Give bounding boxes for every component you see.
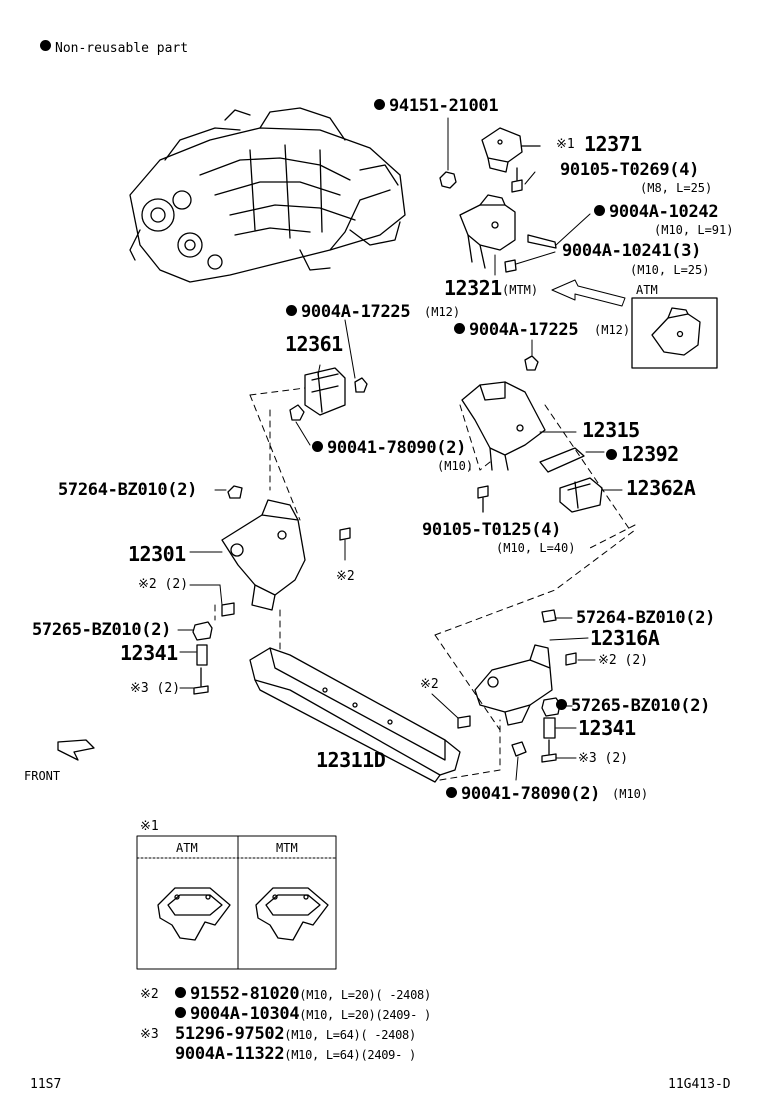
label-90041-78090-a: 90041-78090(2) <box>312 440 466 457</box>
label-90041-78090-b: 90041-78090(2) <box>446 786 600 803</box>
footnote-x2-line1: 91552-81020(M10, L=20)( -2408) <box>175 986 431 1003</box>
note-x2-b: ※2 <box>336 569 355 584</box>
footer-left-code: 11S7 <box>30 1077 62 1092</box>
footnote-x2-line2: 9004A-10304(M10, L=20)(2409- ) <box>175 1006 431 1023</box>
legend-dot <box>40 40 51 51</box>
note-x2-a: ※2 (2) <box>138 577 189 592</box>
spec-90105-T0125: (M10, L=40) <box>496 541 576 555</box>
bracket-12316A <box>457 609 577 757</box>
legend-text: Non-reusable part <box>55 41 189 56</box>
label-12316A: 12316A <box>590 626 660 650</box>
note-x2-c: ※2 (2) <box>598 653 649 668</box>
cover-atm <box>157 887 231 941</box>
label-9004A-17225-a: 9004A-17225 <box>286 304 411 321</box>
insulator-12362A <box>559 477 603 513</box>
bracket-12315 <box>461 355 546 471</box>
spec-9004A-10242: (M10, L=91) <box>654 223 734 237</box>
crossmember-12311D <box>249 647 461 783</box>
label-12321: 12321 <box>444 276 502 300</box>
inset-col-atm: ATM <box>176 841 198 855</box>
assembly-dashed-lines <box>214 387 636 781</box>
note-x3-b: ※3 (2) <box>578 751 629 766</box>
cushion-57265-left <box>192 621 213 695</box>
spec-9004A-17225-b: (M12) <box>594 323 631 337</box>
bracket-12301 <box>221 485 351 617</box>
footnote-x3-mark: ※3 <box>140 1027 159 1042</box>
label-9004A-10241: 9004A-10241(3) <box>562 241 702 261</box>
note-x2-d: ※2 <box>420 677 439 692</box>
mount-cover-12371 <box>481 127 541 173</box>
label-atm-inset: ATM <box>636 283 658 297</box>
label-12321-mtm: (MTM) <box>502 283 539 297</box>
label-12392: 12392 <box>606 444 679 464</box>
spec-90041-78090-a: (M10) <box>437 459 474 473</box>
inset-table-frame <box>136 835 337 970</box>
note-x3-a: ※3 (2) <box>130 681 181 696</box>
footnote-x2-mark: ※2 <box>140 987 159 1002</box>
spec-9004A-10241: (M10, L=25) <box>630 263 710 277</box>
legend: Non-reusable part <box>40 40 188 55</box>
cover-mtm <box>255 887 329 941</box>
stopper-12392 <box>539 447 585 473</box>
label-94151-21001: 94151-21001 <box>374 98 499 115</box>
label-12341-b: 12341 <box>578 716 636 740</box>
label-12301: 12301 <box>128 542 186 566</box>
label-57265-BZ010-a: 57265-BZ010(2) <box>32 620 172 640</box>
footer-right-code: 11G413-D <box>668 1077 731 1092</box>
label-12362A: 12362A <box>626 476 696 500</box>
note-x1: ※1 <box>556 137 575 152</box>
atm-bracket <box>651 307 701 356</box>
label-9004A-10242: 9004A-10242 <box>594 204 719 221</box>
spec-90041-78090-b: (M10) <box>612 787 649 801</box>
atm-inset-box <box>631 297 718 369</box>
bolt-90105-T0269 <box>511 167 536 193</box>
cushion-57265-right <box>541 697 561 763</box>
label-9004A-17225-b: 9004A-17225 <box>454 322 579 339</box>
label-57264-BZ010-a: 57264-BZ010(2) <box>58 480 198 500</box>
engine-illustration <box>129 107 406 283</box>
label-12371: 12371 <box>584 132 642 156</box>
label-12341-a: 12341 <box>120 641 178 665</box>
bracket-12321 <box>459 194 591 276</box>
footnote-x3-line1: 51296-97502(M10, L=64)( -2408) <box>175 1024 416 1044</box>
front-arrow-shape <box>57 739 95 761</box>
inset-col-mtm: MTM <box>276 841 298 855</box>
label-90105-T0269: 90105-T0269(4) <box>560 160 700 180</box>
footnote-x3-line2: 9004A-11322(M10, L=64)(2409- ) <box>175 1044 416 1064</box>
label-90105-T0125: 90105-T0125(4) <box>422 520 562 540</box>
spec-9004A-17225-a: (M12) <box>424 305 461 319</box>
label-57265-BZ010-b: 57265-BZ010(2) <box>556 698 710 715</box>
label-12361: 12361 <box>285 332 343 356</box>
label-57264-BZ010-b: 57264-BZ010(2) <box>576 608 716 628</box>
nut-94151 <box>439 117 457 189</box>
label-12315: 12315 <box>582 418 640 442</box>
bolt-90105-T0125 <box>477 485 489 513</box>
inset-mark: ※1 <box>140 819 159 834</box>
label-12311D: 12311D <box>316 748 386 772</box>
front-label: FRONT <box>24 769 61 783</box>
spec-90105-T0269: (M8, L=25) <box>640 181 713 195</box>
insulator-12361 <box>289 367 368 446</box>
